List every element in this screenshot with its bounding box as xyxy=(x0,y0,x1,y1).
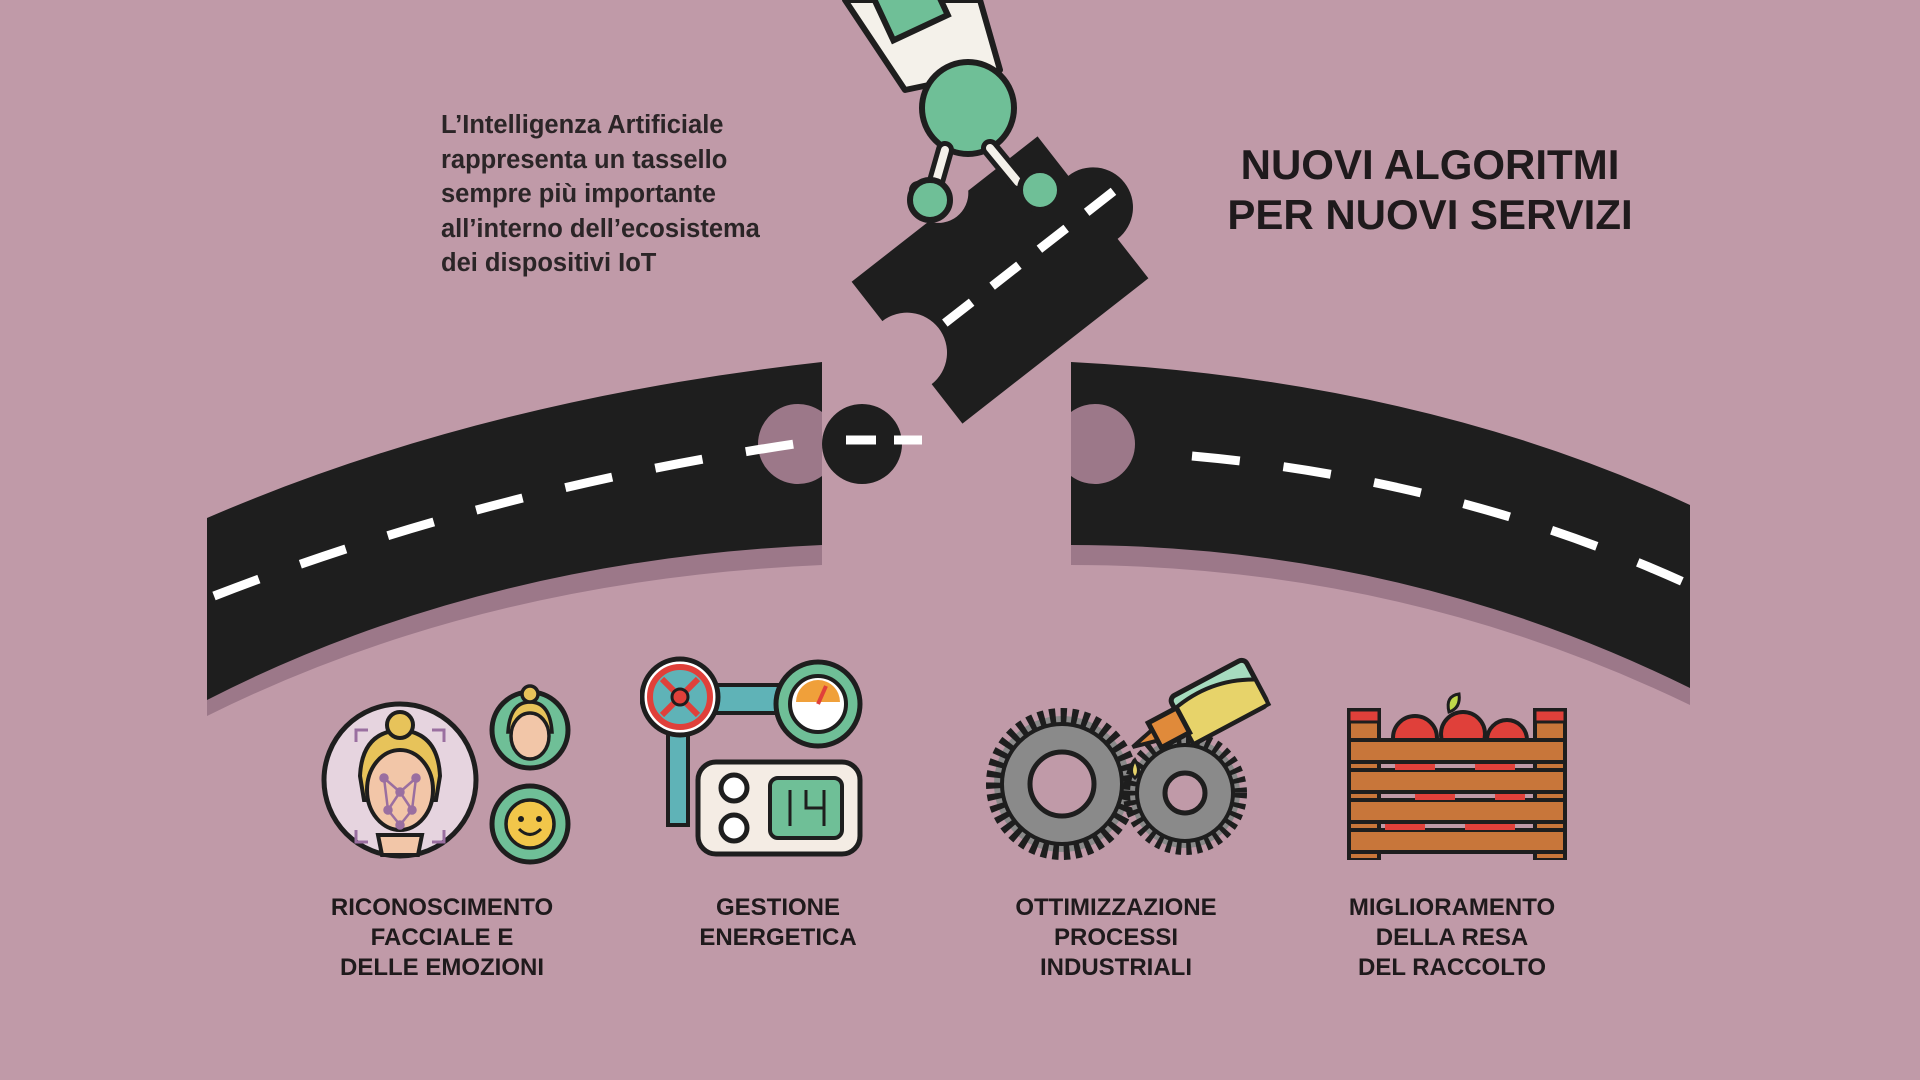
intro-text: L’Intelligenza Artificiale rappresenta u… xyxy=(441,108,871,281)
puzzle-piece xyxy=(851,136,1149,424)
service-caption-facial-recognition: RICONOSCIMENTO FACCIALE E DELLE EMOZIONI xyxy=(272,893,612,983)
caption-line: INDUSTRIALI xyxy=(1040,954,1192,981)
caption-line: DELLE EMOZIONI xyxy=(340,954,544,981)
caption-line: RICONOSCIMENTO xyxy=(330,894,554,921)
headline-line: NUOVI ALGORITMI xyxy=(1240,141,1620,188)
intro-line: sempre più importante xyxy=(441,180,716,208)
caption-line: OTTIMIZZAZIONE xyxy=(1015,894,1217,921)
intro-line: dei dispositivi IoT xyxy=(441,249,657,277)
service-caption-industrial-optimization: OTTIMIZZAZIONE PROCESSI INDUSTRIALI xyxy=(946,893,1286,983)
caption-line: DELLA RESA xyxy=(1375,924,1529,951)
headline: NUOVI ALGORITMI PER NUOVI SERVIZI xyxy=(1190,140,1670,240)
intro-line: all’interno dell’ecosistema xyxy=(441,214,760,243)
gears-oil-icon xyxy=(986,657,1272,860)
left-road-piece xyxy=(207,362,822,700)
caption-line: ENERGETICA xyxy=(699,924,857,951)
harvest-crate-icon xyxy=(1347,692,1567,860)
face-recognition-icon xyxy=(321,684,571,865)
caption-line: PROCESSI xyxy=(1053,924,1179,951)
robot-arm xyxy=(842,0,1063,223)
caption-line: MIGLIORAMENTO xyxy=(1348,894,1556,921)
caption-line: GESTIONE xyxy=(715,894,841,921)
caption-line: DEL RACCOLTO xyxy=(1357,954,1546,981)
left-road-lane-marking xyxy=(212,435,823,601)
caption-line: FACCIALE E xyxy=(370,924,514,951)
energy-management-icon xyxy=(640,656,863,857)
intro-line: L’Intelligenza Artificiale xyxy=(441,111,724,139)
service-caption-energy-management: GESTIONE ENERGETICA xyxy=(608,893,948,953)
intro-line: rappresenta un tassello xyxy=(441,145,728,174)
right-road-piece xyxy=(1071,362,1690,688)
headline-line: PER NUOVI SERVIZI xyxy=(1227,191,1633,238)
service-caption-harvest-improvement: MIGLIORAMENTO DELLA RESA DEL RACCOLTO xyxy=(1282,893,1622,983)
